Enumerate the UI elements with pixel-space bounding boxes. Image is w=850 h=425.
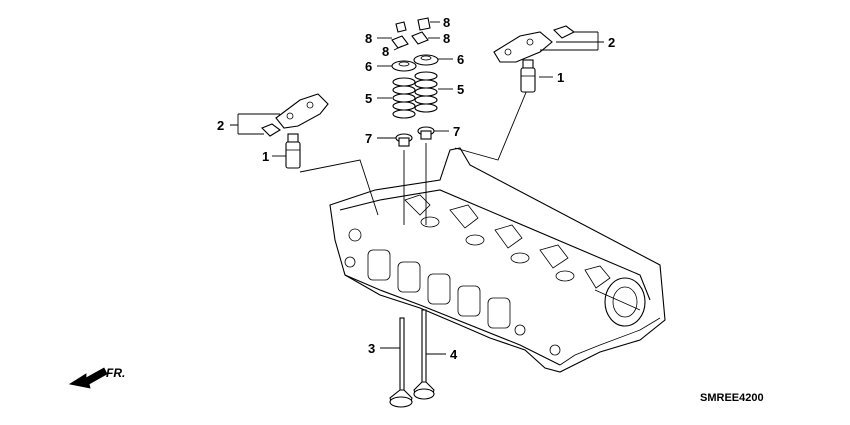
callout-8-lower: 8 [382, 44, 389, 59]
rocker-arm-left[interactable] [261, 93, 329, 137]
callout-5-left: 5 [365, 91, 372, 106]
diagram-code: SMREE4200 [700, 392, 764, 404]
callout-8-top: 8 [443, 15, 450, 30]
callout-2-left: 2 [217, 118, 224, 133]
callout-7-right: 7 [453, 124, 460, 139]
callout-1-right: 1 [557, 70, 564, 85]
valve-spring-right[interactable] [414, 71, 438, 113]
callout-leaders [230, 21, 604, 355]
callout-3: 3 [368, 341, 375, 356]
lash-adjuster-right[interactable] [520, 59, 536, 93]
valve-stem-seal-left[interactable] [395, 133, 413, 147]
callout-8-right: 8 [443, 31, 450, 46]
spring-retainer-left[interactable] [391, 60, 417, 72]
callout-2-right: 2 [608, 35, 615, 50]
callout-1-left: 1 [262, 149, 269, 164]
callout-labels: 1 1 2 2 3 4 5 5 6 6 7 7 8 8 8 8 [217, 15, 615, 362]
rocker-arm-right[interactable] [493, 25, 576, 63]
callout-4: 4 [450, 347, 458, 362]
front-arrow-icon [68, 367, 108, 389]
front-direction-indicator: FR. [68, 366, 125, 389]
valve-cotter-group[interactable] [391, 17, 431, 49]
callout-6-left: 6 [365, 59, 372, 74]
cylinder-head [329, 147, 666, 373]
callout-7-left: 7 [365, 131, 372, 146]
valve-stem-seal-right[interactable] [417, 126, 435, 140]
intake-valve[interactable] [389, 317, 413, 408]
valve-spring-left[interactable] [392, 77, 416, 119]
callout-6-right: 6 [457, 52, 464, 67]
callout-5-right: 5 [457, 82, 464, 97]
lash-adjuster-left[interactable] [285, 133, 301, 169]
spring-retainer-right[interactable] [413, 54, 439, 66]
assembly-leader-lines [299, 89, 528, 225]
exhaust-valve[interactable] [413, 309, 435, 400]
front-direction-label: FR. [106, 366, 125, 380]
callout-8-left: 8 [365, 31, 372, 46]
